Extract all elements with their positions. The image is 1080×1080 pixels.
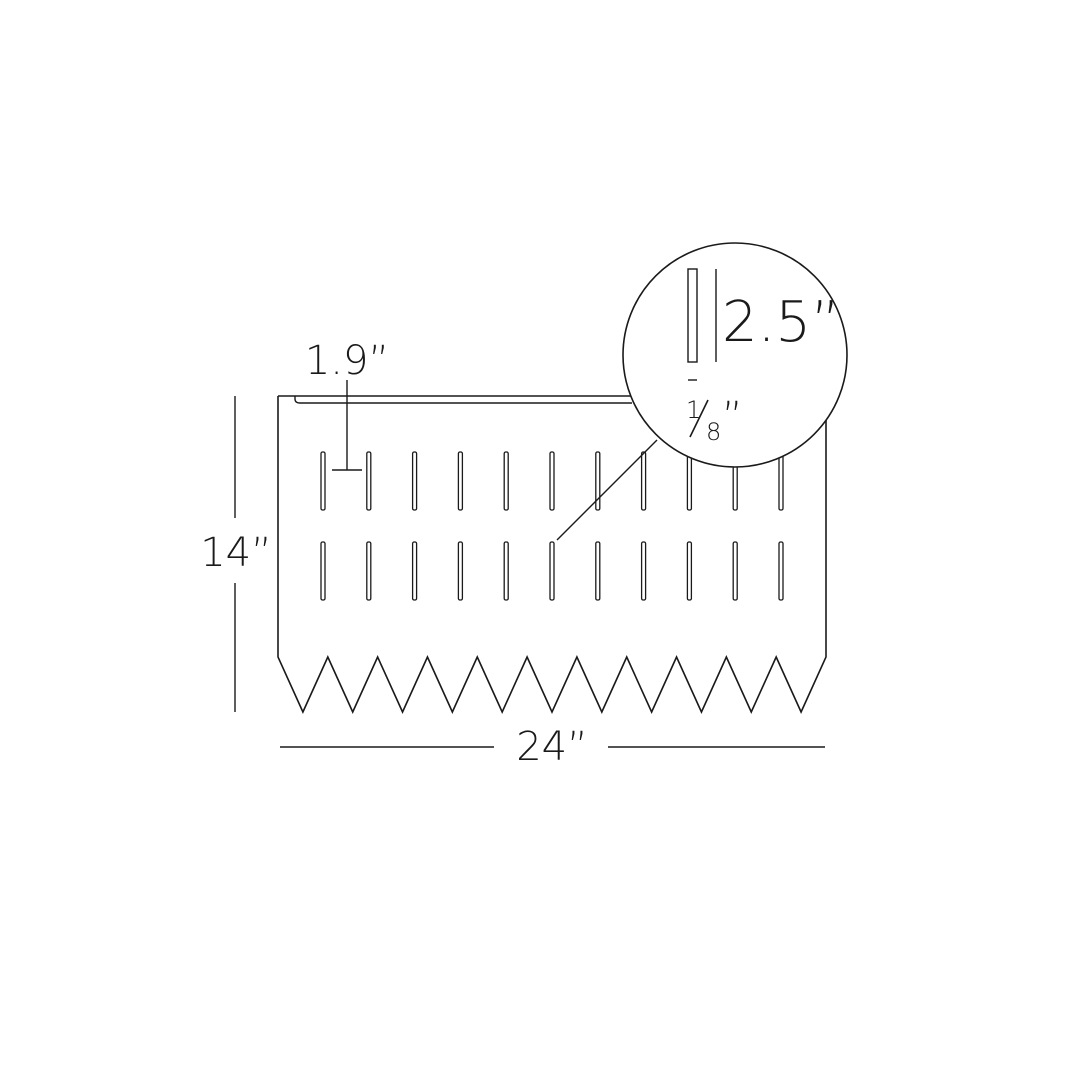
slot: [457, 451, 464, 511]
slot-width-unit: ”: [722, 394, 743, 440]
callout-leader-line: [556, 439, 658, 541]
slot: [366, 541, 372, 601]
slot: [686, 541, 693, 601]
slot: [366, 451, 372, 511]
fraction-slash: [689, 399, 709, 438]
slot-spacing-leader: [332, 380, 362, 471]
slot: [320, 451, 326, 511]
slot: [640, 451, 647, 511]
slot: [503, 541, 509, 601]
slot-width-numerator: 1: [686, 396, 701, 424]
height-label: 14”: [200, 530, 272, 576]
slot-length-label: 2.5”: [722, 290, 840, 355]
slot: [549, 541, 555, 601]
slot: [549, 451, 555, 511]
slot-width-label: 1 8 ”: [686, 394, 743, 446]
top-rail: [278, 395, 632, 404]
slot-width-denominator: 8: [706, 418, 721, 446]
slot: [457, 541, 464, 601]
detail-slot: [687, 268, 698, 363]
panel-outline: [277, 396, 827, 714]
slot: [411, 541, 418, 601]
slot: [320, 541, 326, 601]
slot-grid: [320, 451, 784, 601]
slot-spacing-label: 1.9”: [305, 338, 389, 384]
slot: [732, 541, 738, 601]
slot: [595, 541, 601, 601]
slot: [686, 451, 693, 511]
slot: [778, 451, 784, 511]
slot: [595, 451, 601, 511]
slot: [411, 451, 418, 511]
slot: [503, 451, 509, 511]
slot: [640, 541, 647, 601]
width-label: 24”: [516, 724, 588, 770]
slot: [778, 541, 784, 601]
detail-callout-circle: [622, 242, 848, 468]
